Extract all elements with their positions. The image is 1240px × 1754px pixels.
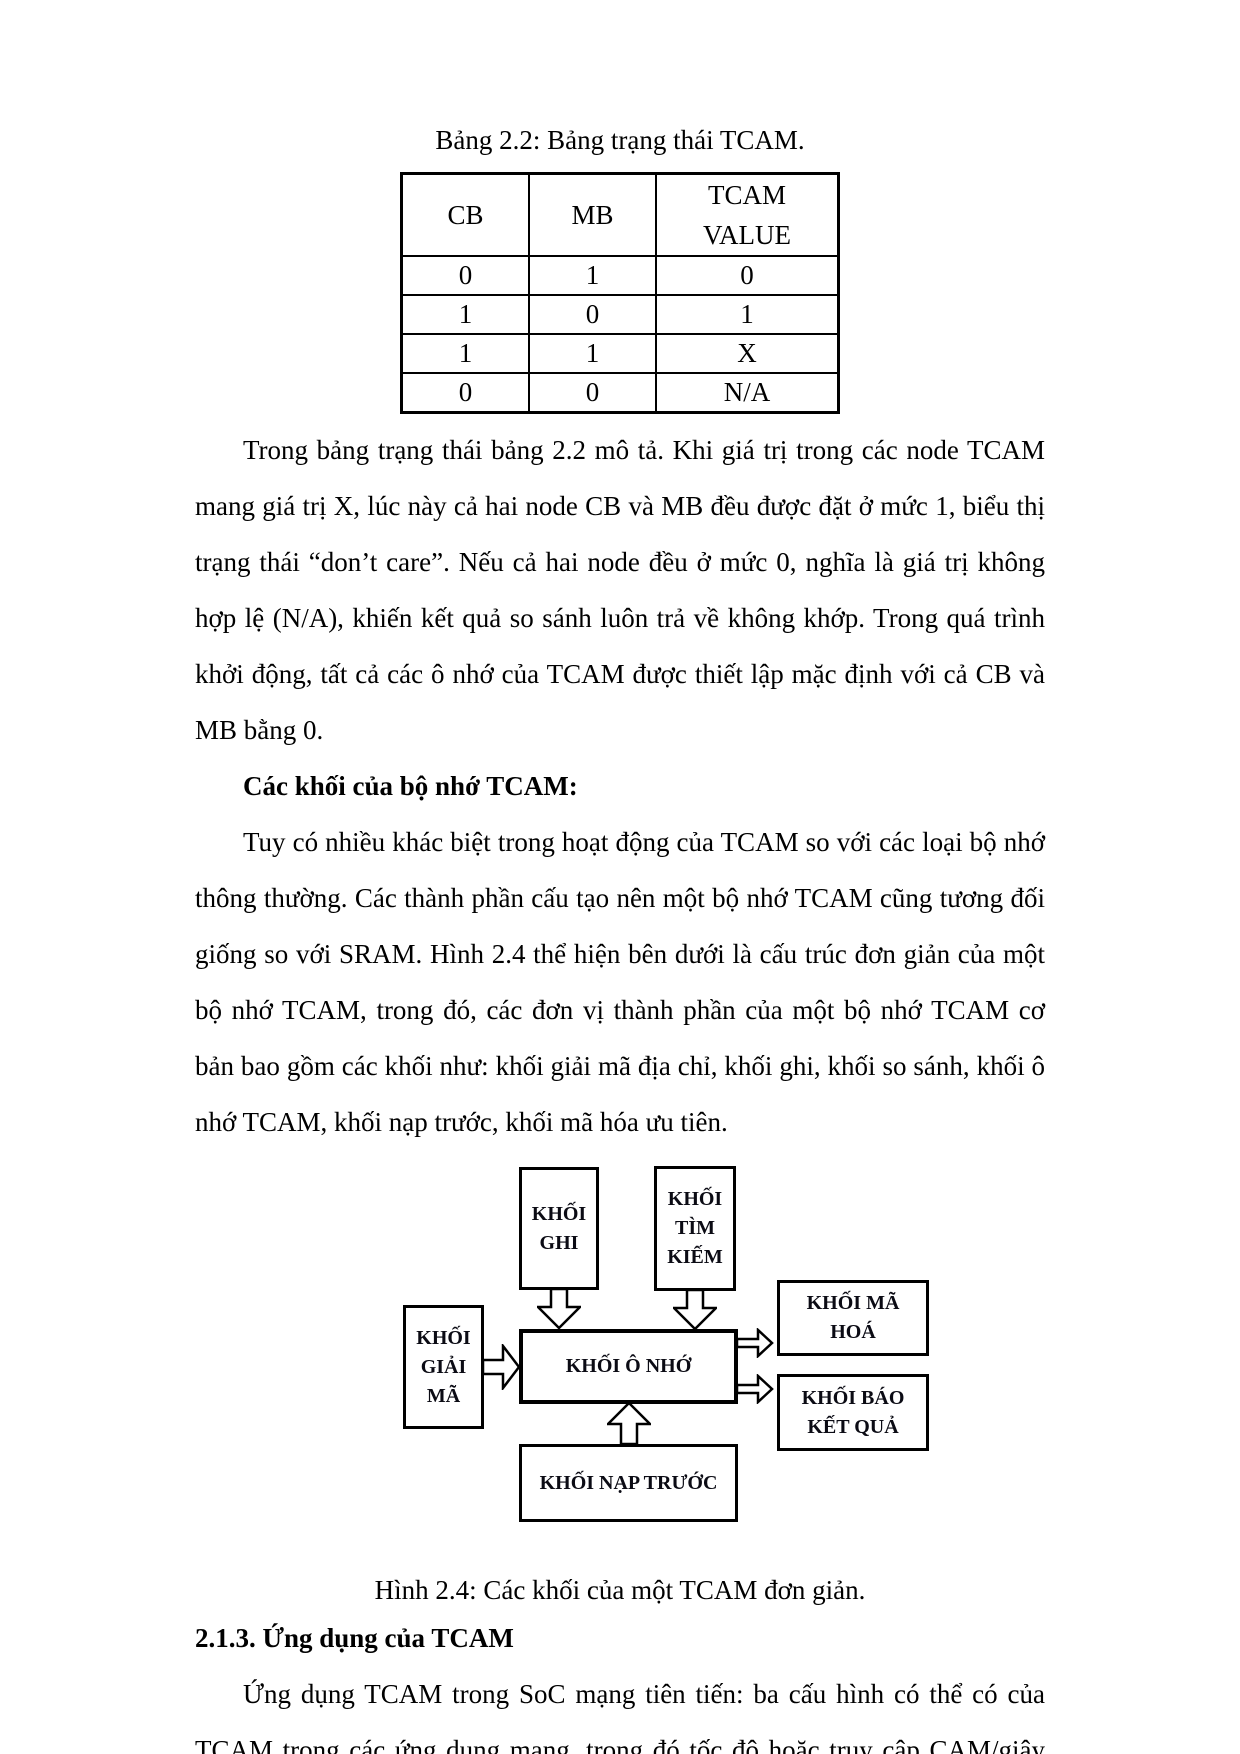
block-arrow-timkiem-to-onho-icon (673, 1289, 717, 1331)
paragraph-tcam-blocks-description: Tuy có nhiều khác biệt trong hoạt động c… (195, 827, 1045, 1137)
paragraph-tcam-applications: Ứng dụng TCAM trong SoC mạng tiên tiến: … (195, 1679, 1045, 1754)
figure-caption: Hình 2.4: Các khối của một TCAM đơn giản… (374, 1575, 866, 1605)
tcam-block-diagram: KHỐI GHI KHỐI TÌM KIẾM KHỐI GIẢI MÃ KHỐI… (399, 1162, 939, 1530)
table-header-cb: CB (400, 172, 530, 257)
table-row: 0 0 N/A (400, 372, 840, 414)
table-cell: 1 (400, 333, 530, 374)
diagram-box-khoi-giai-ma: KHỐI GIẢI MÃ (403, 1305, 484, 1429)
subheading-tcam-blocks: Các khối của bộ nhớ TCAM: (243, 771, 578, 801)
table-cell: 0 (400, 255, 530, 296)
table-header-mb: MB (528, 172, 657, 257)
diagram-box-khoi-ma-hoa: KHỐI MÃ HOÁ (777, 1280, 929, 1356)
diagram-box-khoi-ghi: KHỐI GHI (519, 1167, 599, 1290)
table-cell: N/A (655, 372, 840, 414)
table-cell: 0 (528, 294, 657, 335)
table-row: 1 0 1 (400, 294, 840, 335)
tcam-state-table: CB MB TCAM VALUE 0 1 0 1 0 1 1 1 X 0 (400, 172, 840, 414)
table-header-tcam-value: TCAM VALUE (655, 172, 840, 257)
block-arrow-giaima-to-onho-icon (482, 1344, 520, 1390)
table-cell: 1 (400, 294, 530, 335)
diagram-box-khoi-bao-ket-qua: KHỐI BÁO KẾT QUẢ (777, 1374, 929, 1451)
table-cell: 1 (528, 255, 657, 296)
table-cell: 0 (400, 372, 530, 414)
table-row: 0 1 0 (400, 255, 840, 296)
block-arrow-ghi-to-onho-icon (537, 1288, 581, 1330)
diagram-box-khoi-o-nho: KHỐI Ô NHỚ (519, 1329, 738, 1404)
table-cell: 1 (528, 333, 657, 374)
table-header-row: CB MB TCAM VALUE (400, 172, 840, 257)
diagram-box-khoi-nap-truoc: KHỐI NẠP TRƯỚC (519, 1444, 738, 1522)
paragraph-tcam-state-description: Trong bảng trạng thái bảng 2.2 mô tả. Kh… (195, 435, 1045, 745)
table-cell: 0 (655, 255, 840, 296)
block-arrow-naptruoc-to-onho-icon (607, 1401, 651, 1445)
table-cell: X (655, 333, 840, 374)
block-arrow-onho-to-mahoa-icon (736, 1328, 774, 1358)
diagram-box-khoi-tim-kiem: KHỐI TÌM KIẾM (654, 1166, 736, 1291)
section-heading-2-1-3: 2.1.3. Ứng dụng của TCAM (195, 1623, 514, 1653)
table-row: 1 1 X (400, 333, 840, 374)
block-arrow-onho-to-baoketqua-icon (736, 1374, 774, 1404)
table-cell: 0 (528, 372, 657, 414)
table-cell: 1 (655, 294, 840, 335)
table-caption: Bảng 2.2: Bảng trạng thái TCAM. (435, 125, 805, 155)
